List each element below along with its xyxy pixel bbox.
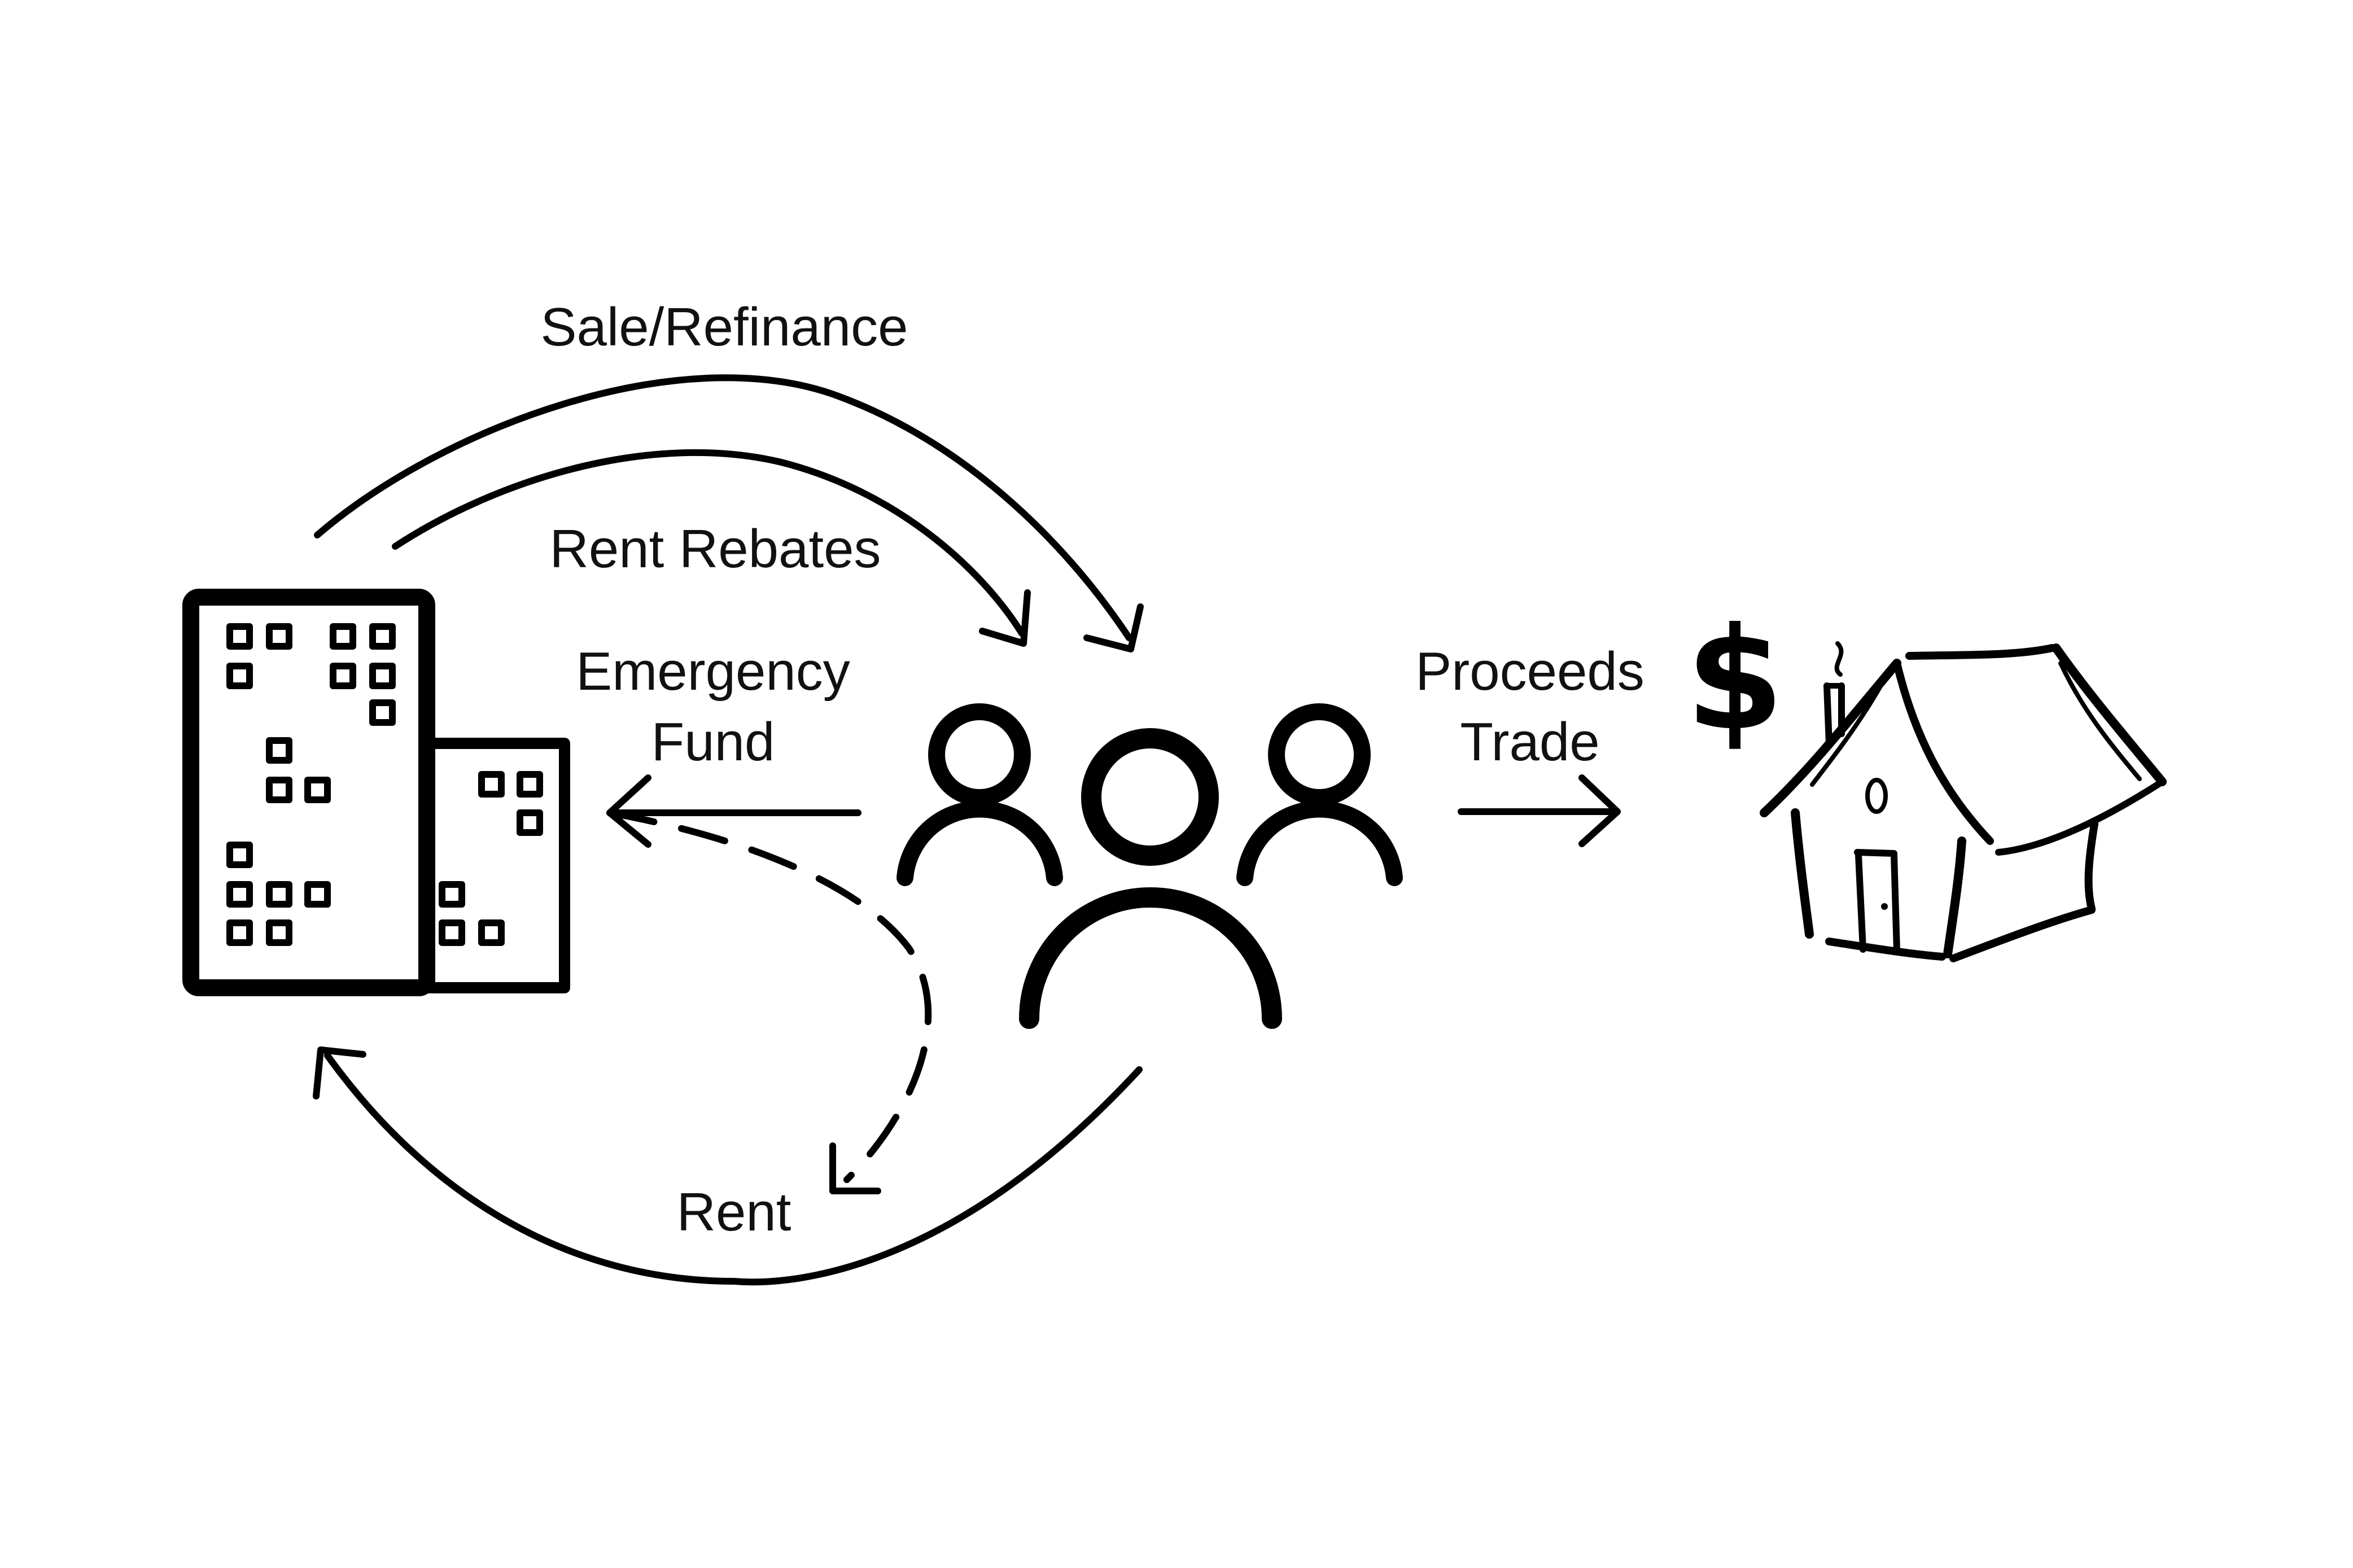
sale-refinance-label: Sale/Refinance (540, 297, 908, 357)
people-group-icon (896, 703, 1403, 1029)
proceeds-trade-arrowhead (1578, 774, 1621, 847)
rent-rebates-label: Rent Rebates (549, 519, 881, 579)
rent-rebates-arrowhead (979, 589, 1031, 647)
emergency-fund-label-line2: Fund (651, 712, 775, 772)
dollar-sign-icon: $ (1686, 597, 1784, 761)
rent-arrowhead (313, 1046, 366, 1100)
dashed-rent-arrowhead (829, 1142, 881, 1194)
proceeds-trade-label-line2: Trade (1460, 712, 1599, 772)
dashed-rent-arrow (606, 809, 932, 1183)
rent-arrow (324, 1052, 1143, 1286)
sale-refinance-arrow (314, 374, 1132, 641)
sale-refinance-arrowhead (1083, 603, 1144, 652)
rent-label: Rent (677, 1182, 791, 1242)
rent-rebates-arrow (392, 449, 1025, 637)
apartment-building-icon (182, 589, 570, 996)
house-icon (1760, 641, 2167, 962)
emergency-fund-label-line1: Emergency (576, 641, 850, 702)
proceeds-trade-label-line1: Proceeds (1415, 641, 1645, 702)
